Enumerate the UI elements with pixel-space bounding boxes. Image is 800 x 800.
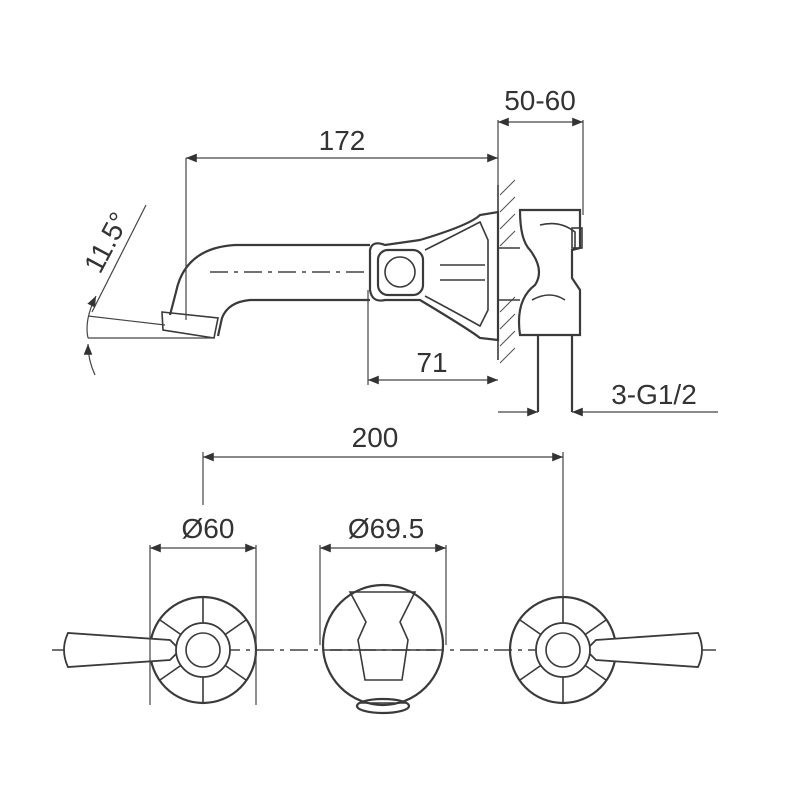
left-handle-front bbox=[63, 595, 258, 705]
dim-connection: 3-G1/2 bbox=[498, 379, 718, 417]
dim-angle: 11.5° bbox=[78, 204, 212, 376]
spout-side bbox=[161, 243, 370, 339]
dim-handle-spacing: 200 bbox=[202, 422, 564, 597]
dim-phi-60-label: Ø60 bbox=[182, 513, 235, 544]
dim-body-offset: 71 bbox=[367, 290, 498, 385]
dim-200-label: 200 bbox=[352, 422, 399, 453]
dim-phi-69-5-label: Ø69.5 bbox=[348, 513, 424, 544]
dim-spout-length: 172 bbox=[185, 120, 499, 320]
dim-3-g1-2-label: 3-G1/2 bbox=[611, 379, 697, 410]
dim-172-label: 172 bbox=[319, 125, 366, 156]
right-handle-front bbox=[508, 595, 703, 705]
valve-body-side bbox=[498, 208, 583, 337]
dim-50-60-label: 50-60 bbox=[504, 85, 576, 116]
front-view: 200 Ø60 Ø69.5 bbox=[52, 422, 718, 715]
dim-wall-depth: 50-60 bbox=[498, 85, 584, 215]
dim-handle-rosette: Ø60 bbox=[149, 513, 257, 705]
dim-71-label: 71 bbox=[416, 347, 447, 378]
body-side bbox=[368, 210, 500, 342]
dim-spout-rosette: Ø69.5 bbox=[319, 513, 447, 645]
side-view: 172 50-60 71 3-G1/2 11.5° bbox=[78, 85, 718, 417]
connection-pipe bbox=[536, 335, 574, 412]
spout-front bbox=[321, 583, 445, 715]
wall-section bbox=[497, 179, 516, 364]
